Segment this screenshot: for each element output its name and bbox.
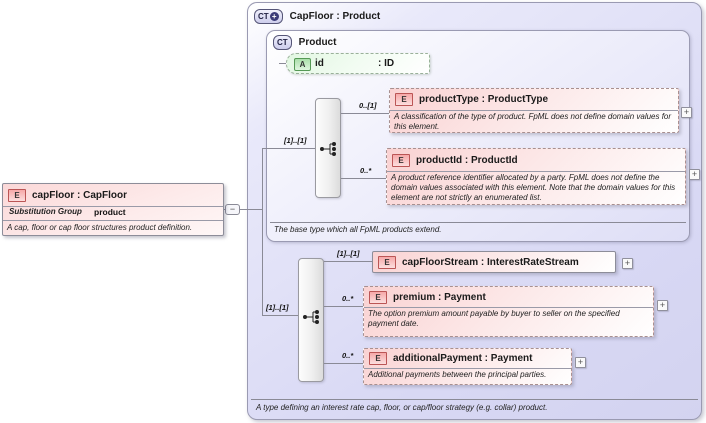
outer-annotation-divider: [251, 399, 698, 400]
attribute-icon: A: [294, 58, 311, 71]
element-icon: E: [369, 290, 387, 304]
complextype-capfloor-header: CT+ CapFloor : Product: [254, 9, 380, 24]
basetype-product-header: CT Product: [273, 35, 336, 50]
substitution-group-label: Substitution Group: [9, 207, 82, 216]
element-additionalpayment-header: E additionalPayment : Payment: [364, 349, 571, 368]
element-icon: E: [369, 352, 387, 365]
expand-productid-button[interactable]: +: [689, 169, 700, 180]
divider: [364, 307, 653, 308]
divider: [364, 368, 571, 369]
element-capfloorstream-header: E capFloorStream : InterestRateStream: [373, 252, 615, 272]
element-producttype-box[interactable]: E productType : ProductType A classifica…: [389, 88, 679, 133]
element-capfloor-title: capFloor : CapFloor: [32, 189, 127, 201]
element-producttype-annotation: A classification of the type of product.…: [394, 112, 672, 131]
ct-badge-text: CT: [258, 12, 269, 21]
complextype-capfloor-title: CapFloor : Product: [289, 11, 381, 22]
basetype-product-title: Product: [298, 37, 337, 48]
element-productid-annotation: A product reference identifier allocated…: [391, 173, 676, 202]
expand-premium-button[interactable]: +: [657, 300, 668, 311]
attribute-id-type: : ID: [378, 58, 395, 69]
element-productid-header: E productId : ProductId: [387, 149, 685, 171]
cardinality-product-sequence: [1]..[1]: [284, 136, 307, 145]
cardinality-productid: 0..*: [360, 166, 372, 175]
cardinality-capfloor-sequence: [1]..[1]: [266, 303, 289, 312]
sequence-icon: [303, 310, 319, 324]
connector-producttype-line: [341, 113, 389, 114]
divider: [387, 171, 685, 172]
element-icon: E: [8, 188, 26, 202]
element-producttype-title: productType : ProductType: [419, 94, 549, 105]
divider: [3, 220, 223, 221]
complextype-extension-icon: CT+: [254, 9, 283, 24]
element-additionalpayment-box[interactable]: E additionalPayment : Payment Additional…: [363, 348, 572, 385]
connector-additionalpayment-line: [324, 363, 363, 364]
cardinality-producttype: 0..[1]: [359, 101, 377, 110]
element-capfloor-header: E capFloor : CapFloor: [3, 184, 223, 206]
divider: [3, 206, 223, 207]
element-icon: E: [392, 153, 410, 167]
sequence-compositor-product[interactable]: [315, 98, 341, 198]
element-capfloor-box[interactable]: E capFloor : CapFloor Substitution Group…: [2, 183, 224, 236]
element-icon: E: [395, 93, 413, 106]
element-productid-title: productId : ProductId: [416, 154, 518, 166]
connector-attribute-line: [279, 63, 287, 64]
ct-badge-text: CT: [277, 38, 288, 47]
attribute-id-name: id: [315, 58, 324, 69]
divider: [390, 110, 678, 111]
element-capfloor-annotation: A cap, floor or cap floor structures pro…: [7, 223, 193, 232]
basetype-product-annotation: The base type which all FpML products ex…: [274, 225, 442, 234]
element-additionalpayment-annotation: Additional payments between the principa…: [368, 370, 547, 379]
element-premium-annotation: The option premium amount payable by buy…: [368, 309, 620, 328]
cardinality-premium: 0..*: [342, 294, 354, 303]
connector-premium-line: [324, 306, 363, 307]
element-premium-header: E premium : Payment: [364, 287, 653, 307]
element-premium-title: premium : Payment: [393, 291, 486, 303]
connector-capfloorstream-line: [324, 261, 372, 262]
element-premium-box[interactable]: E premium : Payment The option premium a…: [363, 286, 654, 337]
cardinality-capfloorstream: [1]..[1]: [337, 249, 360, 258]
expand-producttype-button[interactable]: +: [681, 107, 692, 118]
element-capfloorstream-box[interactable]: E capFloorStream : InterestRateStream: [372, 251, 616, 273]
connector-branch-product-line: [262, 148, 315, 149]
substitution-group-value: product: [94, 206, 126, 217]
connector-productid-line: [341, 178, 386, 179]
element-additionalpayment-title: additionalPayment : Payment: [393, 353, 533, 364]
sequence-icon: [320, 142, 336, 156]
extension-plus-icon: +: [269, 12, 279, 21]
expand-additionalpayment-button[interactable]: +: [575, 357, 586, 368]
complextype-icon: CT: [273, 35, 292, 50]
connector-branch-capfloor-line: [262, 315, 298, 316]
connector-trunk-line: [262, 148, 263, 316]
connector-entry-line: [224, 209, 262, 210]
substitution-group-row: Substitution Group product: [3, 206, 223, 217]
element-producttype-header: E productType : ProductType: [390, 89, 678, 110]
collapse-toggle[interactable]: −: [225, 204, 240, 215]
element-icon: E: [378, 255, 396, 269]
element-capfloorstream-title: capFloorStream : InterestRateStream: [402, 256, 579, 268]
element-productid-box[interactable]: E productId : ProductId A product refere…: [386, 148, 686, 205]
sequence-compositor-capfloor[interactable]: [298, 258, 324, 382]
product-annotation-divider: [270, 222, 686, 223]
cardinality-additionalpayment: 0..*: [342, 351, 354, 360]
complextype-capfloor-annotation: A type defining an interest rate cap, fl…: [256, 403, 548, 412]
expand-capfloorstream-button[interactable]: +: [622, 258, 633, 269]
attribute-id-box[interactable]: A id : ID: [286, 53, 430, 74]
